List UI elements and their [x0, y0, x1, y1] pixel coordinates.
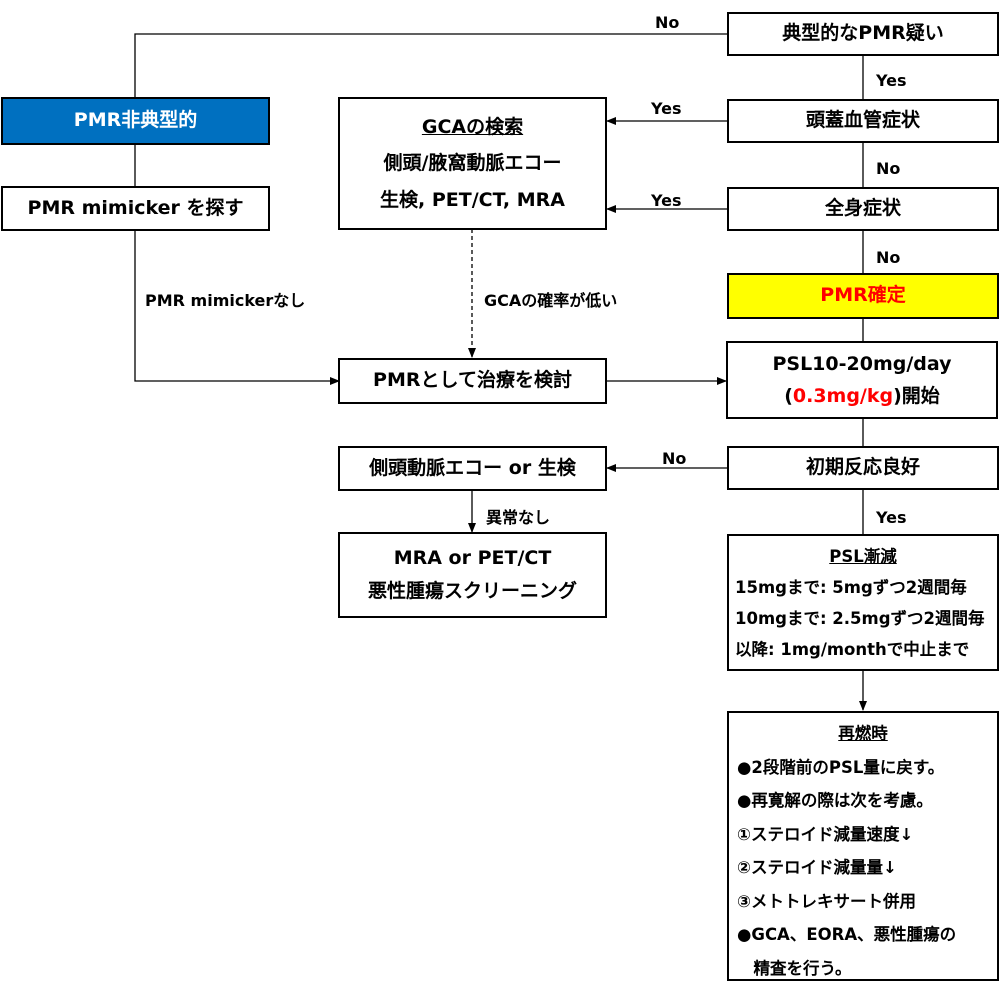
label-yes-response: Yes [876, 508, 907, 527]
psl-taper-title: PSL漸減 [829, 546, 897, 566]
temporal-echo-text: 側頭動脈エコー or 生検 [369, 456, 576, 479]
label-gca-low: GCAの確率が低い [484, 291, 618, 310]
mra-screening-line-1: MRA or PET/CT [393, 546, 552, 569]
relapse-line-1: ●2段階前のPSL量に戻す。 [737, 757, 945, 777]
psl-taper-line-1: 15mgまで: 5mgずつ2週間毎 [735, 577, 967, 597]
label-no-abnormal: 異常なし [486, 508, 551, 527]
pmr-atypical-text: PMR非典型的 [73, 109, 198, 132]
relapse-line-5: ③メトトレキサート併用 [737, 891, 916, 911]
mra-screening-box: MRA or PET/CT 悪性腫瘍スクリーニング [338, 532, 607, 618]
treat-as-pmr-box: PMRとして治療を検討 [338, 358, 607, 404]
psl-start-dose-text: PSL10-20mg/day [772, 352, 952, 375]
systemic-symptoms-text: 全身症状 [824, 197, 901, 220]
initial-response-text: 初期反応良好 [805, 456, 920, 479]
label-mimicker-none: PMR mimickerなし [145, 291, 306, 310]
connector-no-to-atypical [134, 33, 727, 97]
label-yes-cranial: Yes [651, 99, 682, 118]
psl-start-open: ( [784, 385, 793, 407]
label-no-response: No [662, 449, 687, 468]
temporal-echo-box: 側頭動脈エコー or 生検 [338, 446, 607, 491]
systemic-symptoms-box: 全身症状 [727, 187, 999, 231]
typical-pmr-text: 典型的なPMR疑い [782, 22, 944, 45]
pmr-confirmed-box: PMR確定 [727, 273, 999, 319]
pmr-confirmed-text: PMR確定 [820, 284, 906, 307]
relapse-line-3: ①ステロイド減量速度↓ [737, 824, 914, 844]
treat-as-pmr-text: PMRとして治療を検討 [373, 369, 572, 392]
relapse-line-7: 精査を行う。 [737, 958, 852, 978]
relapse-title: 再燃時 [838, 724, 888, 743]
psl-taper-box: PSL漸減 15mgまで: 5mgずつ2週間毎 10mgまで: 2.5mgずつ2… [727, 534, 999, 671]
gca-workup-title: GCAの検索 [421, 116, 524, 139]
connector-mimicker-to-treat [134, 230, 340, 385]
label-no-top: No [655, 13, 680, 32]
psl-taper-line-2: 10mgまで: 2.5mgずつ2週間毎 [735, 608, 985, 628]
cranial-symptoms-box: 頭蓋血管症状 [727, 99, 999, 143]
label-yes-typical: Yes [876, 71, 907, 90]
relapse-box: 再燃時 ●2段階前のPSL量に戻す。 ●再寛解の際は次を考慮。 ①ステロイド減量… [727, 711, 999, 981]
relapse-line-4: ②ステロイド減量量↓ [737, 858, 897, 877]
psl-taper-line-3: 以降: 1mg/monthで中止まで [735, 639, 970, 659]
psl-start-weight-row: (0.3mg/kg)開始 [784, 380, 940, 412]
psl-start-close: )開始 [893, 385, 940, 407]
psl-start-weight-dose: 0.3mg/kg [792, 385, 894, 407]
label-yes-systemic: Yes [651, 191, 682, 210]
initial-response-box: 初期反応良好 [727, 446, 999, 490]
psl-start-box: PSL10-20mg/day (0.3mg/kg)開始 [726, 341, 998, 419]
gca-workup-box: GCAの検索 側頭/腋窩動脈エコー 生検, PET/CT, MRA [338, 97, 607, 230]
relapse-line-2: ●再寛解の際は次を考慮。 [737, 791, 933, 810]
find-mimicker-text: PMR mimicker を探す [27, 196, 244, 219]
label-no-systemic: No [876, 248, 901, 267]
relapse-line-6: ●GCA、EORA、悪性腫瘍の [737, 925, 957, 944]
typical-pmr-box: 典型的なPMR疑い [727, 12, 999, 56]
gca-workup-biopsy: 生検, PET/CT, MRA [380, 188, 565, 211]
label-no-cranial: No [876, 159, 901, 178]
mra-screening-line-2: 悪性腫瘍スクリーニング [367, 580, 577, 602]
find-mimicker-box: PMR mimicker を探す [1, 186, 270, 231]
pmr-atypical-box: PMR非典型的 [1, 97, 270, 145]
gca-workup-echo: 側頭/腋窩動脈エコー [383, 152, 562, 175]
cranial-symptoms-text: 頭蓋血管症状 [805, 109, 920, 132]
